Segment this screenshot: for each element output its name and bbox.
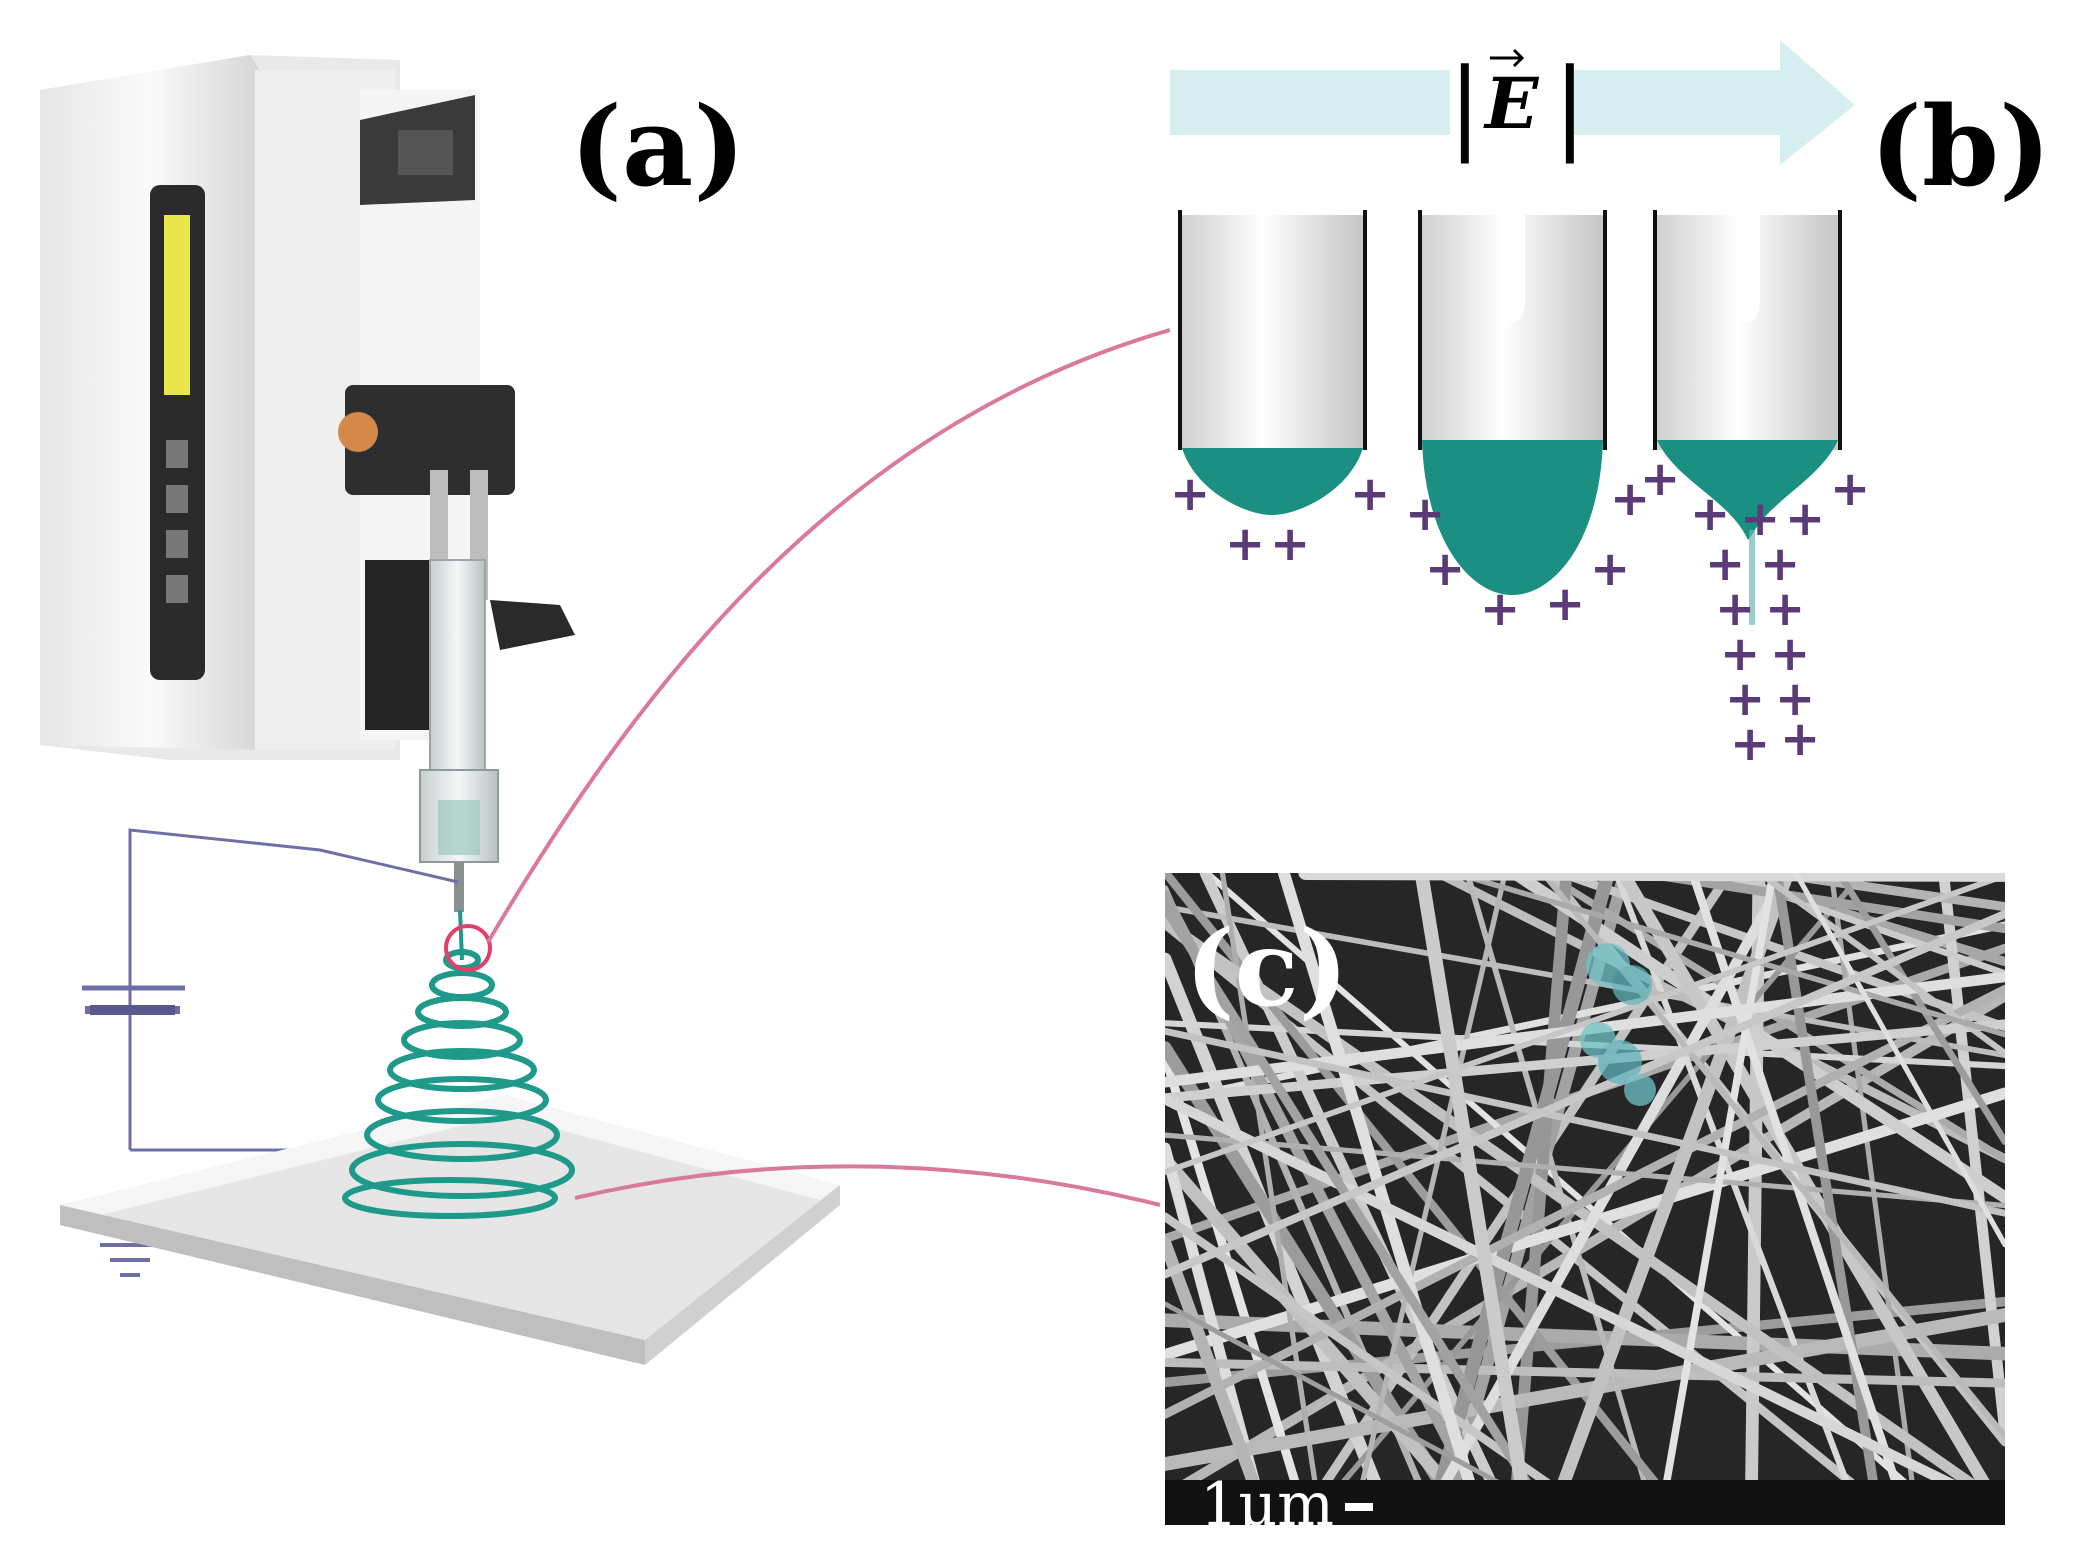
nanofiber	[1165, 1132, 2005, 1209]
nanofiber	[1165, 921, 2005, 1105]
nanofiber	[1165, 902, 1559, 1525]
charge-sign: +	[1740, 491, 1780, 547]
charge-sign: +	[1350, 466, 1390, 522]
nanofiber	[1165, 1093, 2005, 1516]
nanofiber	[1616, 873, 2005, 1525]
nanofiber	[1835, 873, 2005, 1146]
charge-sign: +	[1730, 716, 1770, 772]
charge-sign: +	[1765, 581, 1805, 637]
charge-sign: +	[1480, 581, 1520, 637]
nanofiber	[1165, 909, 2005, 1279]
scale-bar	[1345, 1503, 1373, 1511]
connector-lines	[486, 328, 1171, 1207]
nanofiber	[1637, 873, 2005, 934]
charge-sign: +	[1775, 671, 1815, 727]
battery-icon	[82, 985, 185, 1015]
charge-sign: +	[1425, 541, 1465, 597]
whipping-jet	[342, 909, 575, 1219]
molecule-overlay	[1580, 943, 1656, 1106]
charge-signs: +++++++++++++++++++++++++	[1170, 451, 1870, 772]
charge-sign: +	[1780, 711, 1820, 767]
charge-sign: +	[1690, 486, 1730, 542]
nanofiber	[1165, 1308, 2005, 1471]
nanofiber	[1165, 984, 2005, 1419]
charge-sign: +	[1785, 491, 1825, 547]
droplet-1	[1182, 448, 1363, 515]
charge-sign: +	[1405, 486, 1445, 542]
scale-bar-label: 1μm	[1200, 1470, 1334, 1540]
nanofiber	[1655, 873, 1777, 1525]
charge-sign: +	[1760, 536, 1800, 592]
charge-sign: +	[1610, 471, 1650, 527]
charge-sign: +	[1270, 516, 1310, 572]
nanofiber	[1793, 873, 2005, 1248]
nanofiber	[1204, 873, 1957, 1525]
nanofiber	[1165, 873, 2005, 1175]
scale-bar-strip	[1165, 1480, 2005, 1525]
charge-sign: +	[1640, 451, 1680, 507]
capillary-2	[1418, 210, 1607, 595]
field-arrow: | E |	[1170, 40, 1855, 165]
nanofiber	[1165, 1019, 2005, 1103]
taylor-cone-highlight	[444, 924, 492, 972]
nanofiber	[1541, 873, 1795, 1525]
charge-sign: +	[1715, 581, 1755, 637]
nanofiber	[1422, 873, 1616, 1525]
charge-sign: +	[1830, 461, 1870, 517]
nanofiber	[1219, 873, 1325, 1525]
charge-sign: +	[1590, 541, 1630, 597]
nanofiber	[1298, 873, 2005, 882]
panel-label-b: (b)	[1870, 82, 2051, 211]
field-bar-left: |	[1448, 47, 1482, 164]
nanofiber	[1451, 873, 2005, 1038]
nanofiber	[1938, 873, 2005, 1440]
nanofiber	[1507, 873, 1573, 1525]
nanofiber	[1414, 873, 1536, 1525]
charge-sign: +	[1720, 626, 1760, 682]
panel-label-c: (c)	[1185, 906, 1348, 1030]
capillary-1	[1178, 210, 1367, 515]
nanofiber	[1165, 1152, 1489, 1525]
charge-sign: +	[1170, 466, 1210, 522]
charge-sign: +	[1545, 576, 1585, 632]
charge-sign: +	[1225, 516, 1265, 572]
field-bar-right: |	[1553, 47, 1587, 164]
field-symbol: E	[1483, 62, 1540, 145]
collector-plate	[60, 1095, 840, 1365]
panel-label-a: (a)	[570, 82, 745, 211]
nanofibers	[1165, 873, 2005, 1525]
nanofiber	[1277, 873, 1489, 1525]
nanofiber	[1165, 1027, 2005, 1217]
charge-sign: +	[1725, 671, 1765, 727]
charge-sign: +	[1705, 536, 1745, 592]
capillary-3	[1653, 210, 1842, 625]
syringe-pump	[40, 55, 575, 760]
nanofiber	[1165, 1236, 1276, 1525]
sem-micrograph: 1μm	[1165, 873, 2005, 1540]
nanofiber	[1688, 873, 1915, 1525]
syringe	[419, 559, 499, 912]
droplet-2	[1422, 440, 1603, 595]
nanofiber	[1772, 873, 1885, 1525]
nanofiber	[1165, 1212, 1613, 1525]
droplet-3	[1657, 440, 1838, 540]
charge-sign: +	[1770, 626, 1810, 682]
